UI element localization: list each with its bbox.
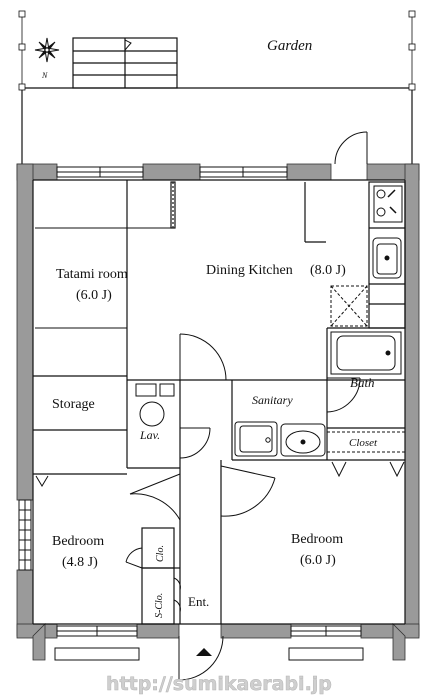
tatami-room-label: Tatami room [56, 267, 128, 282]
entrance-arrow-icon [196, 648, 212, 656]
bedroom-right-label: Bedroom [291, 532, 343, 547]
toilet-icon [135, 383, 175, 427]
exterior-walls [16, 163, 420, 661]
compass-north-label: N [41, 71, 48, 80]
closet-label: Closet [349, 437, 378, 449]
tatami-room-size: (6.0 J) [76, 288, 112, 303]
storage-label: Storage [52, 397, 95, 412]
wash-basin-icon [280, 423, 326, 457]
closet-small-label: Clo. [155, 545, 166, 562]
outdoor-steps [72, 37, 178, 89]
bedroom-right-size: (6.0 J) [300, 553, 336, 568]
doors [125, 333, 276, 681]
kitchen-sink-icon [372, 237, 402, 279]
compass-icon [34, 37, 60, 63]
bedroom-left-label: Bedroom [52, 534, 104, 549]
stove-icon [373, 185, 403, 223]
bath-door [326, 377, 361, 413]
shoe-closet-label: S-Clo. [154, 593, 165, 618]
watermark: http://sumikaerabi.jp [106, 673, 332, 695]
garden-label: Garden [267, 38, 312, 54]
windows-top [56, 166, 288, 178]
appliance-space [330, 285, 368, 327]
washing-machine-pan [234, 421, 278, 457]
kitchen-counter [304, 181, 406, 329]
windows-bottom [54, 625, 364, 661]
dining-kitchen-label: Dining Kitchen [206, 263, 293, 278]
window-left [18, 499, 32, 571]
balcony [18, 10, 416, 164]
lavatory-label: Lav. [139, 428, 160, 442]
garden-door [334, 131, 368, 165]
bathtub-icon [330, 331, 402, 375]
sanitary-label: Sanitary [252, 393, 293, 407]
bath-label: Bath [350, 375, 375, 390]
interior-walls [33, 180, 405, 625]
tatami-mats [35, 227, 171, 329]
closet-markers [35, 461, 405, 487]
bedroom-left-size: (4.8 J) [62, 555, 98, 570]
entrance-label: Ent. [188, 594, 209, 609]
sanitary-closet [327, 431, 405, 453]
dining-kitchen-size: (8.0 J) [310, 263, 346, 278]
